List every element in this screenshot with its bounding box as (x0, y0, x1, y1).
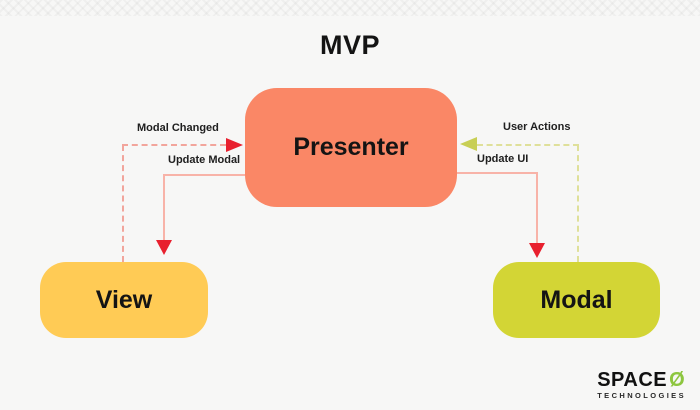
edge-line-modal-changed-vertical (122, 145, 124, 262)
modal-node-label: Modal (540, 285, 613, 314)
arrowhead-down-icon (156, 240, 172, 255)
edge-line-user-actions-horizontal (477, 144, 579, 146)
diagram-title: MVP (319, 30, 380, 60)
presenter-node-label: Presenter (293, 133, 409, 161)
edge-label-user-actions: User Actions (503, 121, 571, 133)
edge-line-update-ui-vertical (536, 172, 538, 243)
edge-line-user-actions-vertical (577, 145, 579, 262)
logo-wordmark: SPACE Ø (597, 370, 686, 390)
modal-node: Modal (493, 262, 660, 338)
edge-line-update-ui-horizontal (457, 172, 538, 174)
presenter-node: Presenter (245, 88, 457, 207)
logo-subtext: TECHNOLOGIES (597, 391, 686, 400)
decorative-top-pattern (0, 0, 700, 16)
edge-line-modal-changed-horizontal (122, 144, 226, 146)
edge-label-modal-changed: Modal Changed (137, 122, 219, 134)
edge-line-update-modal-vertical (163, 174, 165, 241)
spaceo-technologies-logo: SPACE Ø TECHNOLOGIES (597, 370, 686, 400)
view-node-label: View (95, 285, 153, 314)
edge-label-update-ui: Update UI (477, 153, 529, 165)
edge-label-update-modal: Update Modal (168, 154, 241, 166)
view-node: View (40, 262, 208, 338)
arrowhead-down-icon (529, 243, 545, 258)
edge-line-update-modal-horizontal (163, 174, 245, 176)
arrowhead-left-icon (460, 137, 477, 151)
logo-slashed-o-icon: Ø (669, 369, 685, 391)
arrowhead-right-icon (226, 138, 243, 152)
logo-brand-text: SPACE (597, 369, 668, 391)
